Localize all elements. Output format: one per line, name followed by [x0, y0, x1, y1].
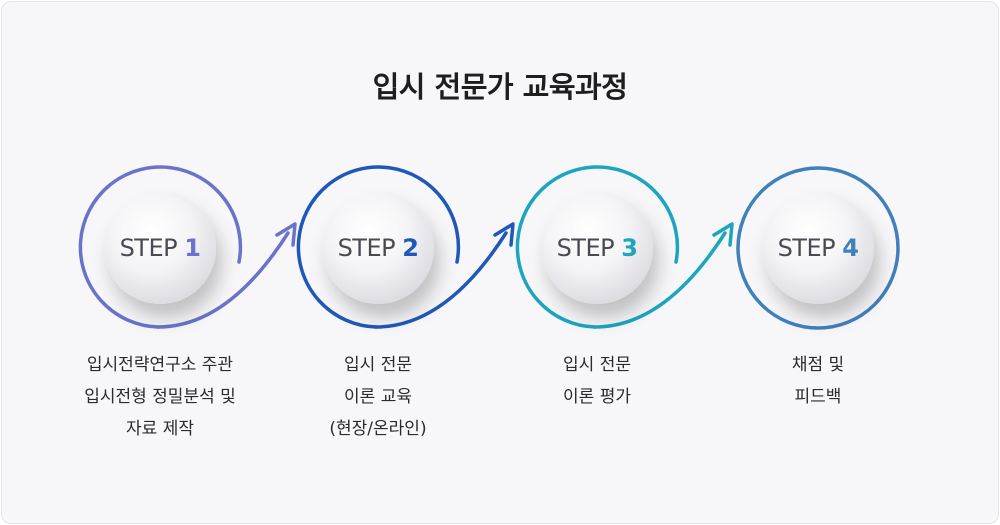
step-2-arrow	[374, 231, 508, 329]
step-1-label: STEP 1	[80, 228, 240, 268]
step-1-desc-line: 입시전형 정밀분석 및	[84, 387, 236, 407]
step-2-arrowhead	[493, 222, 515, 247]
step-2-ring	[296, 165, 461, 329]
step-2-label: STEP 2	[298, 228, 458, 268]
step-4-ring	[736, 166, 900, 330]
step-4-desc-line: 피드백	[794, 387, 842, 407]
step-3-arrow	[593, 231, 727, 329]
step-1-desc-line: 자료 제작	[126, 419, 194, 439]
step-2	[296, 165, 515, 329]
step-3-ball	[541, 192, 653, 304]
step-2-word: STEP	[337, 234, 396, 262]
step-3-ring	[515, 165, 680, 329]
step-2-desc-line: (현장/온라인)	[329, 419, 427, 439]
step-4-word: STEP	[777, 234, 836, 262]
step-3	[515, 165, 734, 329]
step-4-ball	[762, 192, 874, 304]
step-1-ball	[104, 192, 216, 304]
step-2-ball	[322, 192, 434, 304]
step-1-word: STEP	[119, 234, 178, 262]
step-3-label: STEP 3	[517, 228, 677, 268]
step-3-description: 입시 전문 이론 평가	[487, 349, 707, 413]
step-4-desc-line: 채점 및	[791, 355, 845, 375]
step-2-number: 2	[402, 234, 419, 262]
step-1-ring	[78, 165, 243, 329]
step-3-desc-line: 이론 평가	[563, 387, 631, 407]
step-3-arrowhead	[712, 222, 734, 247]
step-4-number: 4	[842, 234, 859, 262]
step-1	[78, 165, 297, 329]
step-4-label: STEP 4	[738, 228, 898, 268]
step-3-desc-line: 입시 전문	[563, 355, 631, 375]
step-4-description: 채점 및 피드백	[708, 349, 928, 413]
step-1-description: 입시전략연구소 주관 입시전형 정밀분석 및 자료 제작	[50, 349, 270, 445]
step-1-desc-line: 입시전략연구소 주관	[86, 355, 234, 375]
step-1-arrow	[156, 231, 290, 329]
step-2-desc-line: 이론 교육	[344, 387, 412, 407]
step-1-number: 1	[184, 234, 201, 262]
step-1-arrowhead	[275, 222, 297, 247]
step-3-number: 3	[621, 234, 638, 262]
step-2-description: 입시 전문 이론 교육 (현장/온라인)	[268, 349, 488, 445]
diagram-title: 입시 전문가 교육과정	[372, 70, 628, 104]
step-4	[736, 166, 900, 330]
step-3-word: STEP	[556, 234, 615, 262]
step-2-desc-line: 입시 전문	[344, 355, 412, 375]
